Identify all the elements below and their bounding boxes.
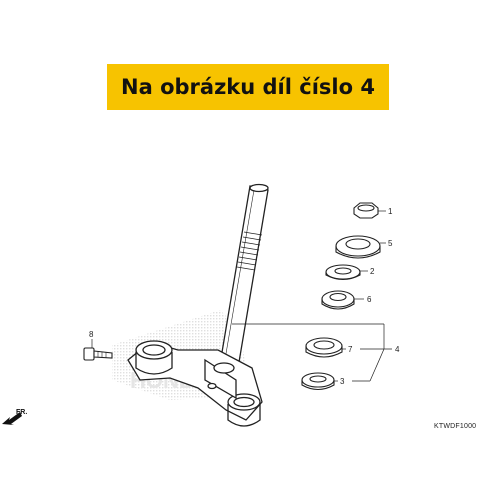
callout-labels: 1 5 2 6 7 4 3 8	[89, 207, 400, 386]
bearing-race-part-5	[335, 235, 381, 259]
diagram-code: KTWDF1000	[434, 423, 477, 430]
bearing-part-6	[321, 290, 355, 310]
bearing-part-3	[301, 372, 335, 391]
callout-2: 2	[370, 267, 375, 276]
front-direction-label: FR.	[16, 409, 27, 416]
callout-4: 4	[395, 345, 400, 354]
banner-text: Na obrázku díl číslo 4	[121, 75, 375, 99]
callout-6: 6	[367, 295, 372, 304]
callout-1: 1	[388, 207, 393, 216]
callout-7: 7	[348, 345, 353, 354]
part-number-banner: Na obrázku díl číslo 4	[107, 64, 389, 110]
callout-8: 8	[89, 330, 94, 339]
lock-nut-part-1	[353, 202, 379, 219]
callout-3: 3	[340, 377, 345, 386]
steering-stem-assembly	[127, 183, 269, 427]
bearing-race-part-7	[305, 337, 343, 358]
bolt-part-8	[83, 347, 113, 361]
leader-lines	[91, 210, 392, 382]
front-direction-arrow-icon: FR.	[2, 409, 27, 425]
callout-5: 5	[388, 239, 393, 248]
washer-part-2	[325, 264, 361, 281]
